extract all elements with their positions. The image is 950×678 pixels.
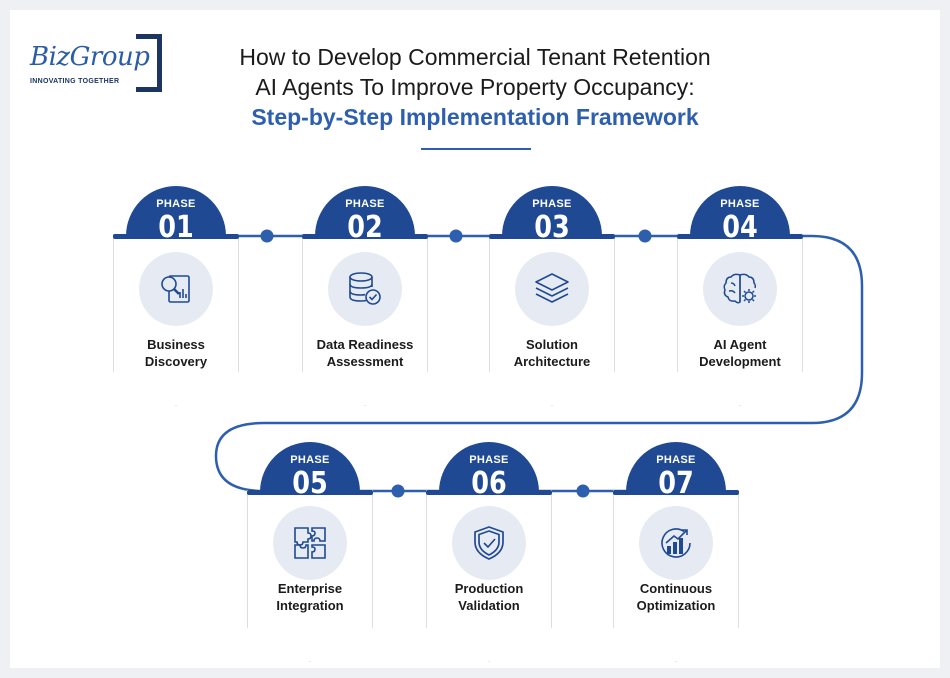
phase-card-05: PHASE 05 Enterprise Integration (247, 442, 373, 662)
connector-dot (638, 229, 652, 243)
title-line-1: How to Develop Commercial Tenant Retenti… (239, 44, 711, 70)
phase-number: 07 (658, 466, 694, 501)
phase-number: 05 (292, 466, 328, 501)
phase-name: Production Validation (454, 581, 524, 613)
puzzle-pieces-icon (273, 506, 347, 580)
phase-label: PHASE (469, 454, 509, 466)
database-check-icon (328, 252, 402, 326)
shield-check-icon (452, 506, 526, 580)
title-line-2: AI Agents To Improve Property Occupancy: (255, 74, 695, 100)
phase-card-01: PHASE 01 Business Discovery (113, 186, 239, 406)
logo-tagline: INNOVATING TOGETHER (30, 78, 120, 85)
phase-label: PHASE (290, 454, 330, 466)
phase-name: AI Agent Development (699, 337, 781, 369)
phase-name: Enterprise Integration (276, 581, 344, 613)
phase-number: 06 (471, 466, 507, 501)
phase-number: 01 (158, 210, 194, 245)
phase-number: 03 (534, 210, 570, 245)
phase-card-04: PHASE 04 AI Agent Development (677, 186, 803, 406)
magnifier-document-icon (139, 252, 213, 326)
phase-card-02: PHASE 02 Data Readiness Assessment (302, 186, 428, 406)
brain-gear-icon (703, 252, 777, 326)
stacked-layers-icon (515, 252, 589, 326)
logo-wordmark: BizGroup (30, 42, 150, 72)
phase-name: Business Discovery (144, 337, 208, 369)
phase-name: Solution Architecture (513, 337, 591, 369)
phase-name: Continuous Optimization (636, 581, 716, 613)
connector-dot (449, 229, 463, 243)
phase-name: Data Readiness Assessment (316, 337, 414, 369)
connector-dot (391, 484, 405, 498)
logo-frame (136, 34, 162, 92)
phase-card-03: PHASE 03 Solution Architecture (489, 186, 615, 406)
phase-label: PHASE (532, 198, 572, 210)
growth-chart-icon (639, 506, 713, 580)
connector-dot (260, 229, 274, 243)
bizgroup-logo: BizGroup INNOVATING TOGETHER (30, 34, 162, 92)
phase-label: PHASE (656, 454, 696, 466)
phase-card-06: PHASE 06 Production Validation (426, 442, 552, 662)
phase-label: PHASE (720, 198, 760, 210)
title-line-3: Step-by-Step Implementation Framework (251, 104, 699, 130)
phase-number: 02 (347, 210, 383, 245)
phase-label: PHASE (156, 198, 196, 210)
phase-card-07: PHASE 07 Continuous Optimization (613, 442, 739, 662)
phase-number: 04 (722, 210, 758, 245)
title-underline (421, 148, 531, 150)
connector-dot (576, 484, 590, 498)
phase-label: PHASE (345, 198, 385, 210)
